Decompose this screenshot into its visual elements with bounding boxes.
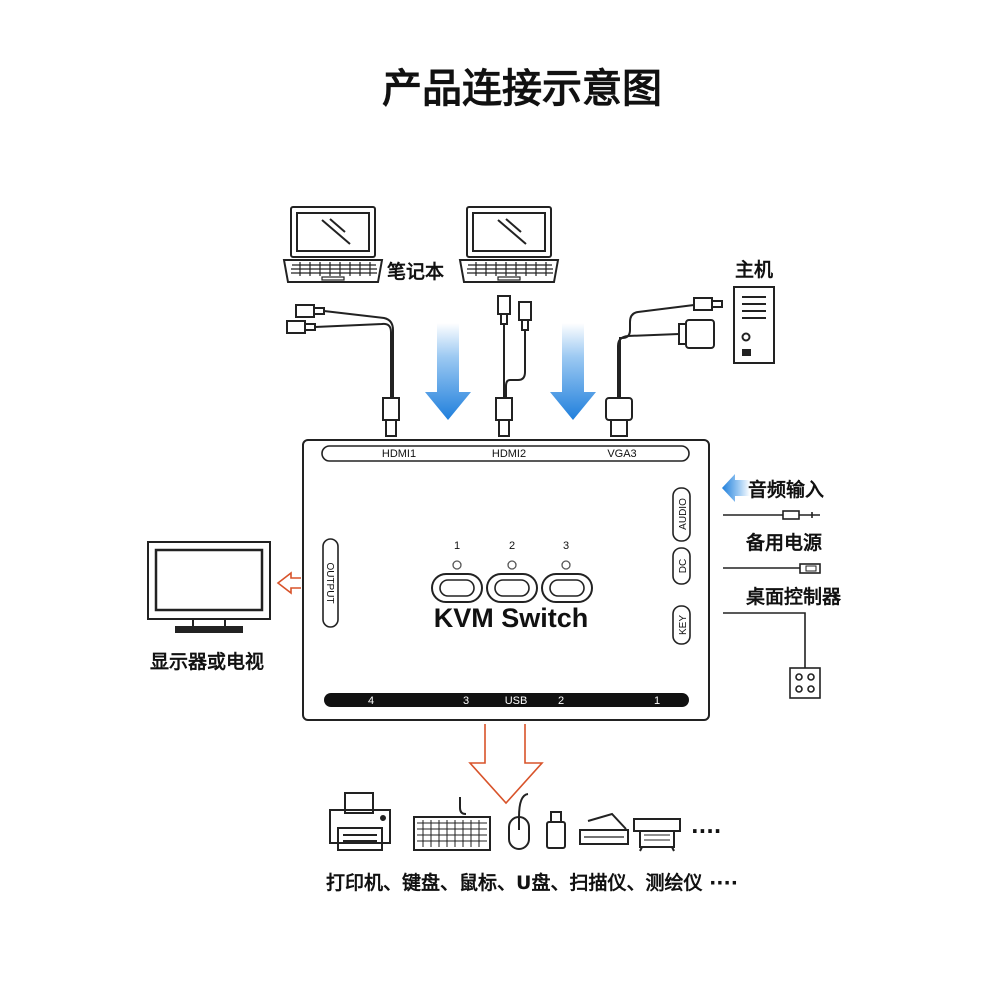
button-number-1: 1: [454, 540, 460, 552]
peripherals-caption: 打印机、键盘、鼠标、U盘、扫描仪、测绘仪 ····: [326, 871, 738, 894]
scanner-icon: [579, 812, 629, 845]
output-arrow: [276, 571, 301, 595]
port-label-dc: DC: [678, 559, 689, 573]
led-2: [507, 560, 517, 570]
select-button-3[interactable]: [541, 573, 593, 603]
button-number-2: 2: [509, 540, 515, 552]
port-label-vga3: VGA3: [607, 448, 636, 460]
port-label-output: OUTPUT: [324, 562, 335, 603]
usb-bar-label: USB: [505, 695, 528, 707]
peripherals-ellipsis: ····: [691, 819, 721, 843]
monitor-icon: [147, 541, 271, 633]
display-label: 显示器或电视: [150, 650, 264, 673]
host-pc-icon: [733, 286, 775, 364]
plotter-icon: [633, 818, 681, 852]
vga3-cable: [605, 297, 723, 437]
led-1: [452, 560, 462, 570]
usb-drive-icon: [546, 811, 566, 849]
button-number-3: 3: [563, 540, 569, 552]
input-arrow-2: [550, 323, 596, 420]
port-label-hdmi1: HDMI1: [382, 448, 416, 460]
select-button-1[interactable]: [431, 573, 483, 603]
desktop-controller-icon: [723, 612, 821, 699]
keyboard-icon: [413, 797, 491, 851]
port-label-hdmi2: HDMI2: [492, 448, 526, 460]
led-3: [561, 560, 571, 570]
input-arrow-1: [425, 323, 471, 420]
usb-port-number-1: 1: [654, 695, 660, 707]
usb-output-arrow: [468, 724, 544, 805]
laptop-1-icon: [282, 206, 384, 283]
usb-port-number-3: 3: [463, 695, 469, 707]
desktop-controller-label: 桌面控制器: [746, 585, 842, 608]
usb-port-number-2: 2: [558, 695, 564, 707]
select-button-2[interactable]: [486, 573, 538, 603]
mouse-icon: [508, 793, 530, 850]
laptop-label: 笔记本: [387, 260, 444, 283]
host-label: 主机: [735, 259, 773, 281]
port-label-key: KEY: [678, 615, 689, 635]
printer-icon: [329, 792, 391, 851]
audio-input-label: 音频输入: [748, 478, 824, 501]
page-title: 产品连接示意图: [382, 66, 662, 112]
port-label-audio: AUDIO: [678, 498, 689, 530]
backup-power-label: 备用电源: [745, 531, 822, 554]
hdmi1-cable: [286, 304, 400, 437]
hdmi2-cable: [495, 295, 532, 437]
laptop-2-icon: [458, 206, 560, 283]
device-brand-label: KVM Switch: [434, 603, 589, 633]
audio-input-arrow: [722, 474, 750, 502]
usb-port-number-4: 4: [368, 695, 374, 707]
audio-cable-icon: [723, 510, 820, 520]
usb-power-cable-icon: [723, 563, 821, 574]
